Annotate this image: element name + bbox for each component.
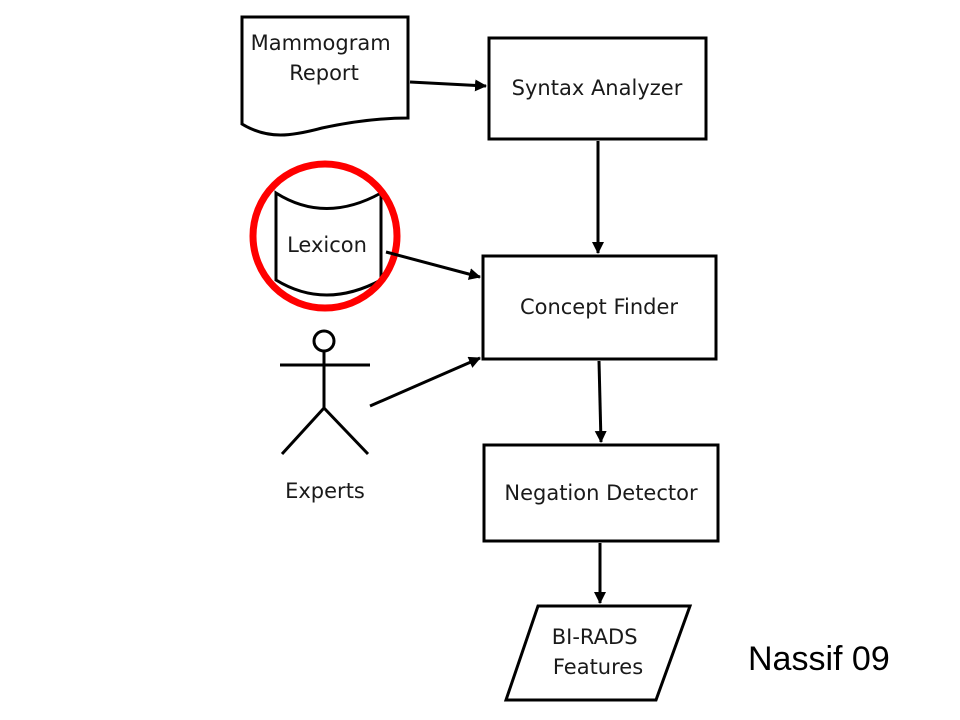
lexicon-node: Lexicon: [249, 160, 401, 312]
experts-label: Experts: [285, 479, 365, 503]
birads-label-line2: Features: [553, 655, 643, 679]
document-shape: [240, 15, 410, 137]
report-label-line1: Mammogram: [251, 31, 391, 55]
connectors: [369, 79, 607, 604]
concept-finder-node: Concept Finder: [481, 254, 718, 361]
lexicon-label: Lexicon: [287, 233, 367, 257]
mammogram-report-node: Mammogram Report: [240, 15, 410, 137]
arrow-concept-to-negation: [594, 360, 607, 443]
concept-finder-box: [481, 254, 718, 361]
arrow-report-to-syntax: [409, 79, 487, 92]
syntax-analyzer-box: [487, 36, 708, 141]
citation-credit: Nassif 09: [748, 640, 890, 678]
arrow-lexicon-to-concept: [385, 250, 481, 280]
concept-finder-label: Concept Finder: [520, 295, 678, 319]
stick-figure-icon: [280, 329, 370, 456]
negation-detector-node: Negation Detector: [482, 443, 720, 543]
syntax-analyzer-label: Syntax Analyzer: [512, 76, 683, 100]
arrow-experts-to-concept: [369, 356, 481, 408]
svg-text:BI-RADS Features: BI-RADS Features: [552, 625, 644, 679]
birads-label-line1: BI-RADS: [552, 625, 638, 649]
negation-detector-box: [482, 443, 720, 543]
report-label-line2: Report: [289, 61, 359, 85]
svg-text:Mammogram Report: Mammogram Report: [251, 31, 398, 85]
experts-node: Experts: [280, 329, 370, 503]
lexicon-highlight-circle: [249, 160, 401, 312]
birads-features-shape: [503, 604, 693, 702]
birads-features-node: BI-RADS Features: [503, 604, 693, 702]
negation-detector-label: Negation Detector: [504, 481, 698, 505]
syntax-analyzer-node: Syntax Analyzer: [487, 36, 708, 141]
